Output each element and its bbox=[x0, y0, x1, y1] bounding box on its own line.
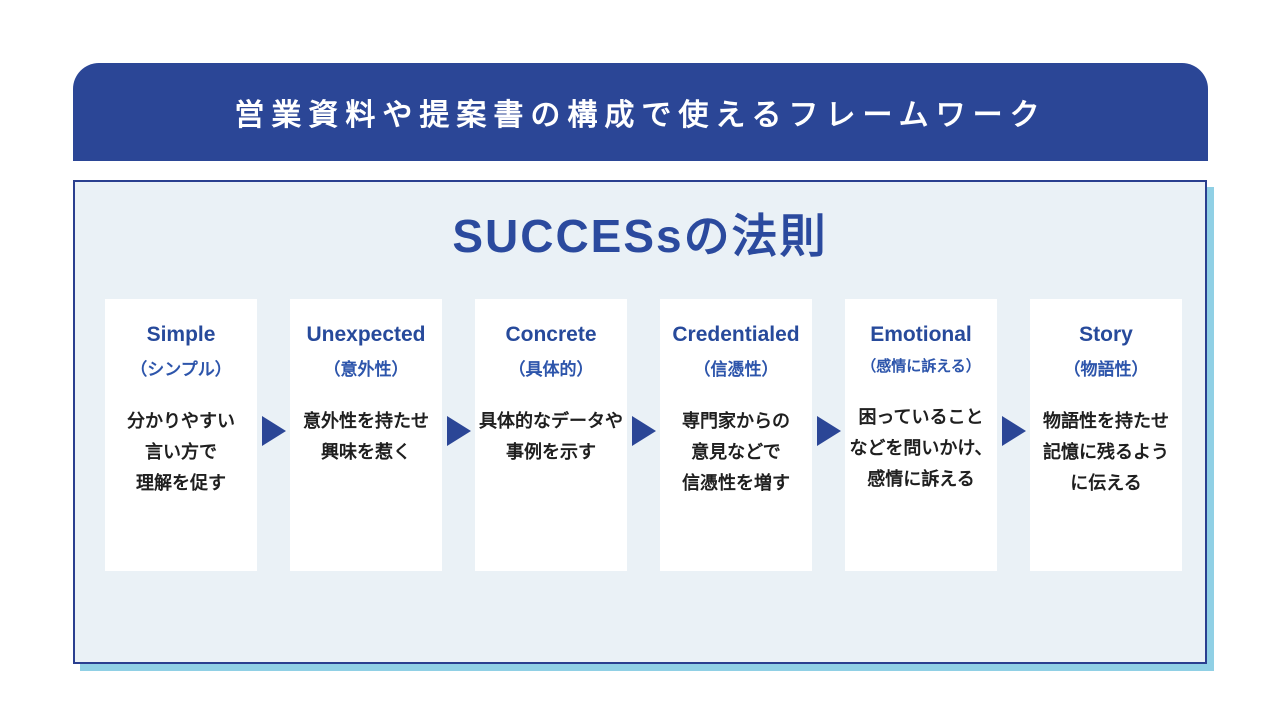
framework-panel: SUCCESsの法則 Simple （シンプル） 分かりやすい 言い方で 理解を… bbox=[73, 180, 1207, 664]
card-description: 物語性を持たせ 記憶に残るよう に伝える bbox=[1043, 411, 1169, 493]
card-concrete: Concrete （具体的） 具体的なデータや 事例を示す bbox=[475, 299, 627, 571]
card-title-en: Concrete bbox=[505, 323, 597, 346]
card-title-ja: （意外性） bbox=[323, 360, 409, 379]
card-story: Story （物語性） 物語性を持たせ 記憶に残るよう に伝える bbox=[1030, 299, 1182, 571]
card-title-en: Story bbox=[1079, 323, 1133, 346]
cards-row: Simple （シンプル） 分かりやすい 言い方で 理解を促す Unexpect… bbox=[105, 299, 1182, 571]
arrow-right-icon bbox=[1001, 416, 1026, 446]
card-description: 困っていること などを問いかけ、 感情に訴える bbox=[849, 407, 993, 489]
card-title-ja: （信憑性） bbox=[693, 360, 779, 379]
card-description: 具体的なデータや 事例を示す bbox=[479, 411, 623, 462]
card-title-ja: （感情に訴える） bbox=[861, 358, 981, 375]
card-unexpected: Unexpected （意外性） 意外性を持たせ 興味を惹く bbox=[290, 299, 442, 571]
arrow-right-icon bbox=[261, 416, 286, 446]
header-title: 営業資料や提案書の構成で使えるフレームワーク bbox=[234, 99, 1047, 132]
panel-title: SUCCESsの法則 bbox=[452, 210, 828, 262]
card-title-en: Simple bbox=[146, 323, 216, 346]
card-title-ja: （具体的） bbox=[508, 360, 594, 379]
card-title-ja: （シンプル） bbox=[130, 360, 232, 379]
card-description: 意外性を持たせ 興味を惹く bbox=[303, 411, 429, 462]
card-credentialed: Credentialed （信憑性） 専門家からの 意見などで 信憑性を増す bbox=[660, 299, 812, 571]
card-title-ja: （物語性） bbox=[1063, 360, 1149, 379]
arrow-right-icon bbox=[446, 416, 471, 446]
arrow-right-icon bbox=[631, 416, 656, 446]
arrow-right-icon bbox=[816, 416, 841, 446]
card-emotional: Emotional （感情に訴える） 困っていること などを問いかけ、 感情に訴… bbox=[845, 299, 997, 571]
header-banner: 営業資料や提案書の構成で使えるフレームワーク bbox=[73, 63, 1208, 161]
card-simple: Simple （シンプル） 分かりやすい 言い方で 理解を促す bbox=[105, 299, 257, 571]
card-title-en: Credentialed bbox=[672, 323, 800, 346]
card-description: 専門家からの 意見などで 信憑性を増す bbox=[682, 411, 790, 493]
card-title-en: Unexpected bbox=[306, 323, 426, 346]
card-title-en: Emotional bbox=[870, 323, 972, 346]
card-description: 分かりやすい 言い方で 理解を促す bbox=[127, 411, 235, 493]
